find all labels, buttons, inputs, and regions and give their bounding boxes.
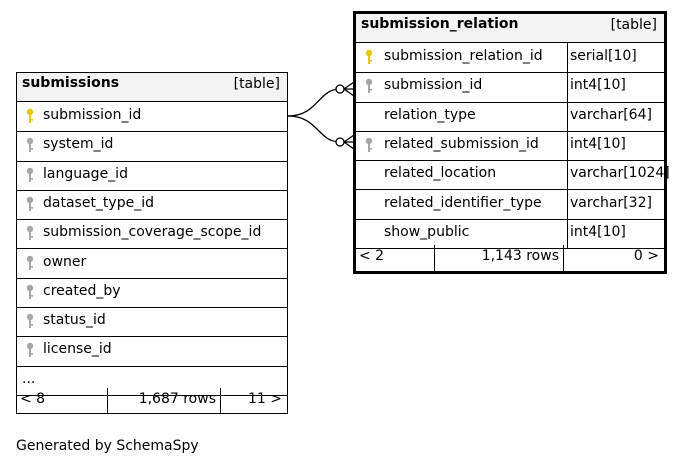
table-kind: [table] <box>610 17 657 33</box>
foreign-key-icon <box>25 255 35 275</box>
primary-key-icon <box>364 49 374 69</box>
table-row[interactable]: license_id <box>17 336 287 367</box>
column-name: owner <box>43 253 87 270</box>
children-count[interactable]: 11 > <box>248 391 282 407</box>
column-name: submission_relation_id <box>384 48 543 64</box>
foreign-key-icon <box>25 167 35 187</box>
column-type: varchar[64] <box>570 106 652 123</box>
foreign-key-icon <box>25 196 35 216</box>
column-name: language_id <box>43 165 128 182</box>
column-type: serial[10] <box>570 48 637 64</box>
table-kind: [table] <box>233 76 280 92</box>
table-row[interactable]: show_public int4[10] <box>356 218 664 250</box>
generated-by-caption: Generated by SchemaSpy <box>16 438 199 454</box>
foreign-key-icon <box>25 284 35 304</box>
row-count: 1,687 rows <box>138 391 216 407</box>
column-name: submission_id <box>43 107 142 123</box>
table-row[interactable]: owner <box>17 249 287 279</box>
column-name: related_submission_id <box>384 135 539 152</box>
table-header: submission_relation [table] <box>356 14 664 43</box>
table-row[interactable]: dataset_type_id <box>17 190 287 221</box>
table-name[interactable]: submission_relation <box>361 16 519 32</box>
table-name[interactable]: submissions <box>22 75 120 91</box>
column-type: int4[10] <box>570 135 626 152</box>
zero-marker-icon <box>335 84 345 94</box>
column-name: dataset_type_id <box>43 194 154 211</box>
table-row[interactable]: system_id <box>17 131 287 162</box>
column-name: created_by <box>43 282 121 299</box>
crowfoot-icon <box>343 134 355 150</box>
table-footer: < 2 1,143 rows 0 > <box>356 245 664 271</box>
primary-key-icon <box>25 108 35 128</box>
foreign-key-icon <box>364 78 374 98</box>
foreign-key-icon <box>25 137 35 157</box>
column-name: related_identifier_type <box>384 194 542 211</box>
column-type: varchar[1024] <box>570 165 670 182</box>
column-type: int4[10] <box>570 77 626 94</box>
table-row[interactable]: submission_id <box>17 102 287 133</box>
children-count[interactable]: 0 > <box>633 248 659 264</box>
row-count: 1,143 rows <box>481 248 559 264</box>
table-submission-relation[interactable]: submission_relation [table] submission_r… <box>353 11 670 274</box>
table-row[interactable]: submission_id int4[10] <box>356 72 664 103</box>
table-footer: < 8 1,687 rows 11 > <box>17 388 287 413</box>
column-name: submission_id <box>384 77 483 94</box>
table-row[interactable]: submission_relation_id serial[10] <box>356 43 664 74</box>
column-name: system_id <box>43 136 114 153</box>
column-name: status_id <box>43 312 106 329</box>
column-name: show_public <box>384 223 470 240</box>
table-row[interactable]: language_id <box>17 161 287 191</box>
column-name: related_location <box>384 165 497 182</box>
table-row[interactable]: created_by <box>17 278 287 309</box>
zero-marker-icon <box>335 137 345 147</box>
table-row[interactable]: related_submission_id int4[10] <box>356 130 664 162</box>
foreign-key-icon <box>25 313 35 333</box>
relationship-line-submission-id <box>287 88 341 117</box>
column-type: varchar[32] <box>570 194 652 211</box>
relationship-line-related-submission-id <box>287 115 341 143</box>
table-header: submissions [table] <box>17 73 287 102</box>
table-submissions[interactable]: submissions [table] submission_id system_… <box>16 72 288 414</box>
foreign-key-icon <box>25 342 35 362</box>
table-row[interactable]: related_identifier_type varchar[32] <box>356 189 664 220</box>
table-row[interactable]: relation_type varchar[64] <box>356 101 664 132</box>
column-name: license_id <box>43 341 112 358</box>
parents-count[interactable]: < 8 <box>20 391 46 407</box>
parents-count[interactable]: < 2 <box>359 248 385 264</box>
column-name: relation_type <box>384 106 476 123</box>
column-name: ... <box>22 370 36 387</box>
column-type: int4[10] <box>570 223 626 240</box>
table-row[interactable]: submission_coverage_scope_id <box>17 219 287 250</box>
foreign-key-icon <box>25 225 35 245</box>
crowfoot-icon <box>343 81 355 97</box>
table-row[interactable]: ... <box>17 366 287 396</box>
table-row[interactable]: status_id <box>17 307 287 338</box>
column-name: submission_coverage_scope_id <box>43 224 262 241</box>
foreign-key-icon <box>364 137 374 157</box>
table-row[interactable]: related_location varchar[1024] <box>356 160 670 191</box>
